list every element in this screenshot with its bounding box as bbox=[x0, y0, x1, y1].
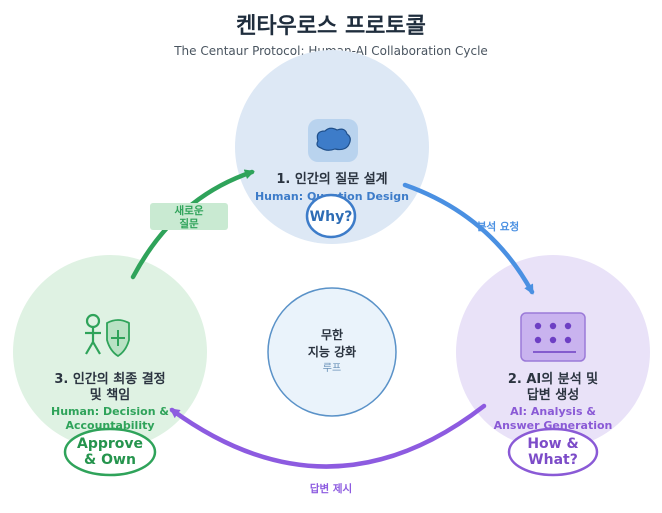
processor-icon bbox=[520, 312, 586, 362]
node-human-decision-subtitle-line2: Accountability bbox=[65, 419, 154, 432]
new-question-label-line1: 새로운 bbox=[175, 204, 204, 217]
approve-own-pill-line2: & Own bbox=[84, 452, 136, 468]
how-what-pill: How & What? bbox=[507, 427, 599, 477]
node-human-decision-title-line1: 3. 인간의 최종 결정 bbox=[54, 371, 165, 387]
how-what-pill-line1: How & bbox=[527, 436, 578, 452]
center-label-line1: 무한 bbox=[321, 327, 343, 342]
how-what-pill-line2: What? bbox=[528, 452, 578, 468]
node-ai-analysis-subtitle-line2: Answer Generation bbox=[494, 419, 613, 432]
why-pill-label: Why? bbox=[310, 209, 353, 225]
approve-own-pill-line1: Approve bbox=[77, 436, 143, 452]
node-human-decision-circle bbox=[13, 255, 207, 449]
node-ai-analysis-title-line2: 답변 생성 bbox=[527, 388, 579, 403]
new-question-label-box bbox=[150, 203, 228, 230]
person-shield-icon bbox=[85, 313, 130, 358]
node-human-decision-title-line2: 및 책임 bbox=[90, 388, 130, 403]
arrow-answer-presented-label: 답변 제시 bbox=[310, 482, 352, 495]
node-ai-analysis-subtitle-line1: AI: Analysis & bbox=[510, 405, 596, 418]
node-human-decision-subtitle-line1: Human: Decision & bbox=[51, 405, 169, 418]
center-label-line2: 지능 강화 bbox=[308, 344, 356, 359]
arrow-analysis-request bbox=[402, 182, 535, 295]
brain-icon bbox=[308, 119, 358, 162]
page-title: 켄타우로스 프로토콜 bbox=[236, 14, 426, 39]
arrow-answer-presented bbox=[169, 403, 487, 469]
new-question-label-line2: 질문 bbox=[179, 218, 199, 230]
center-label-line3: 루프 bbox=[323, 362, 341, 374]
why-pill: Why? bbox=[305, 193, 357, 239]
approve-own-pill: Approve & Own bbox=[63, 427, 157, 477]
center-loop-circle bbox=[267, 287, 397, 417]
arrow-analysis-request-label: 분석 요청 bbox=[477, 220, 519, 233]
node-question-design-title: 1. 인간의 질문 설계 bbox=[276, 171, 387, 187]
node-ai-analysis-title-line1: 2. AI의 분석 및 bbox=[508, 371, 598, 387]
